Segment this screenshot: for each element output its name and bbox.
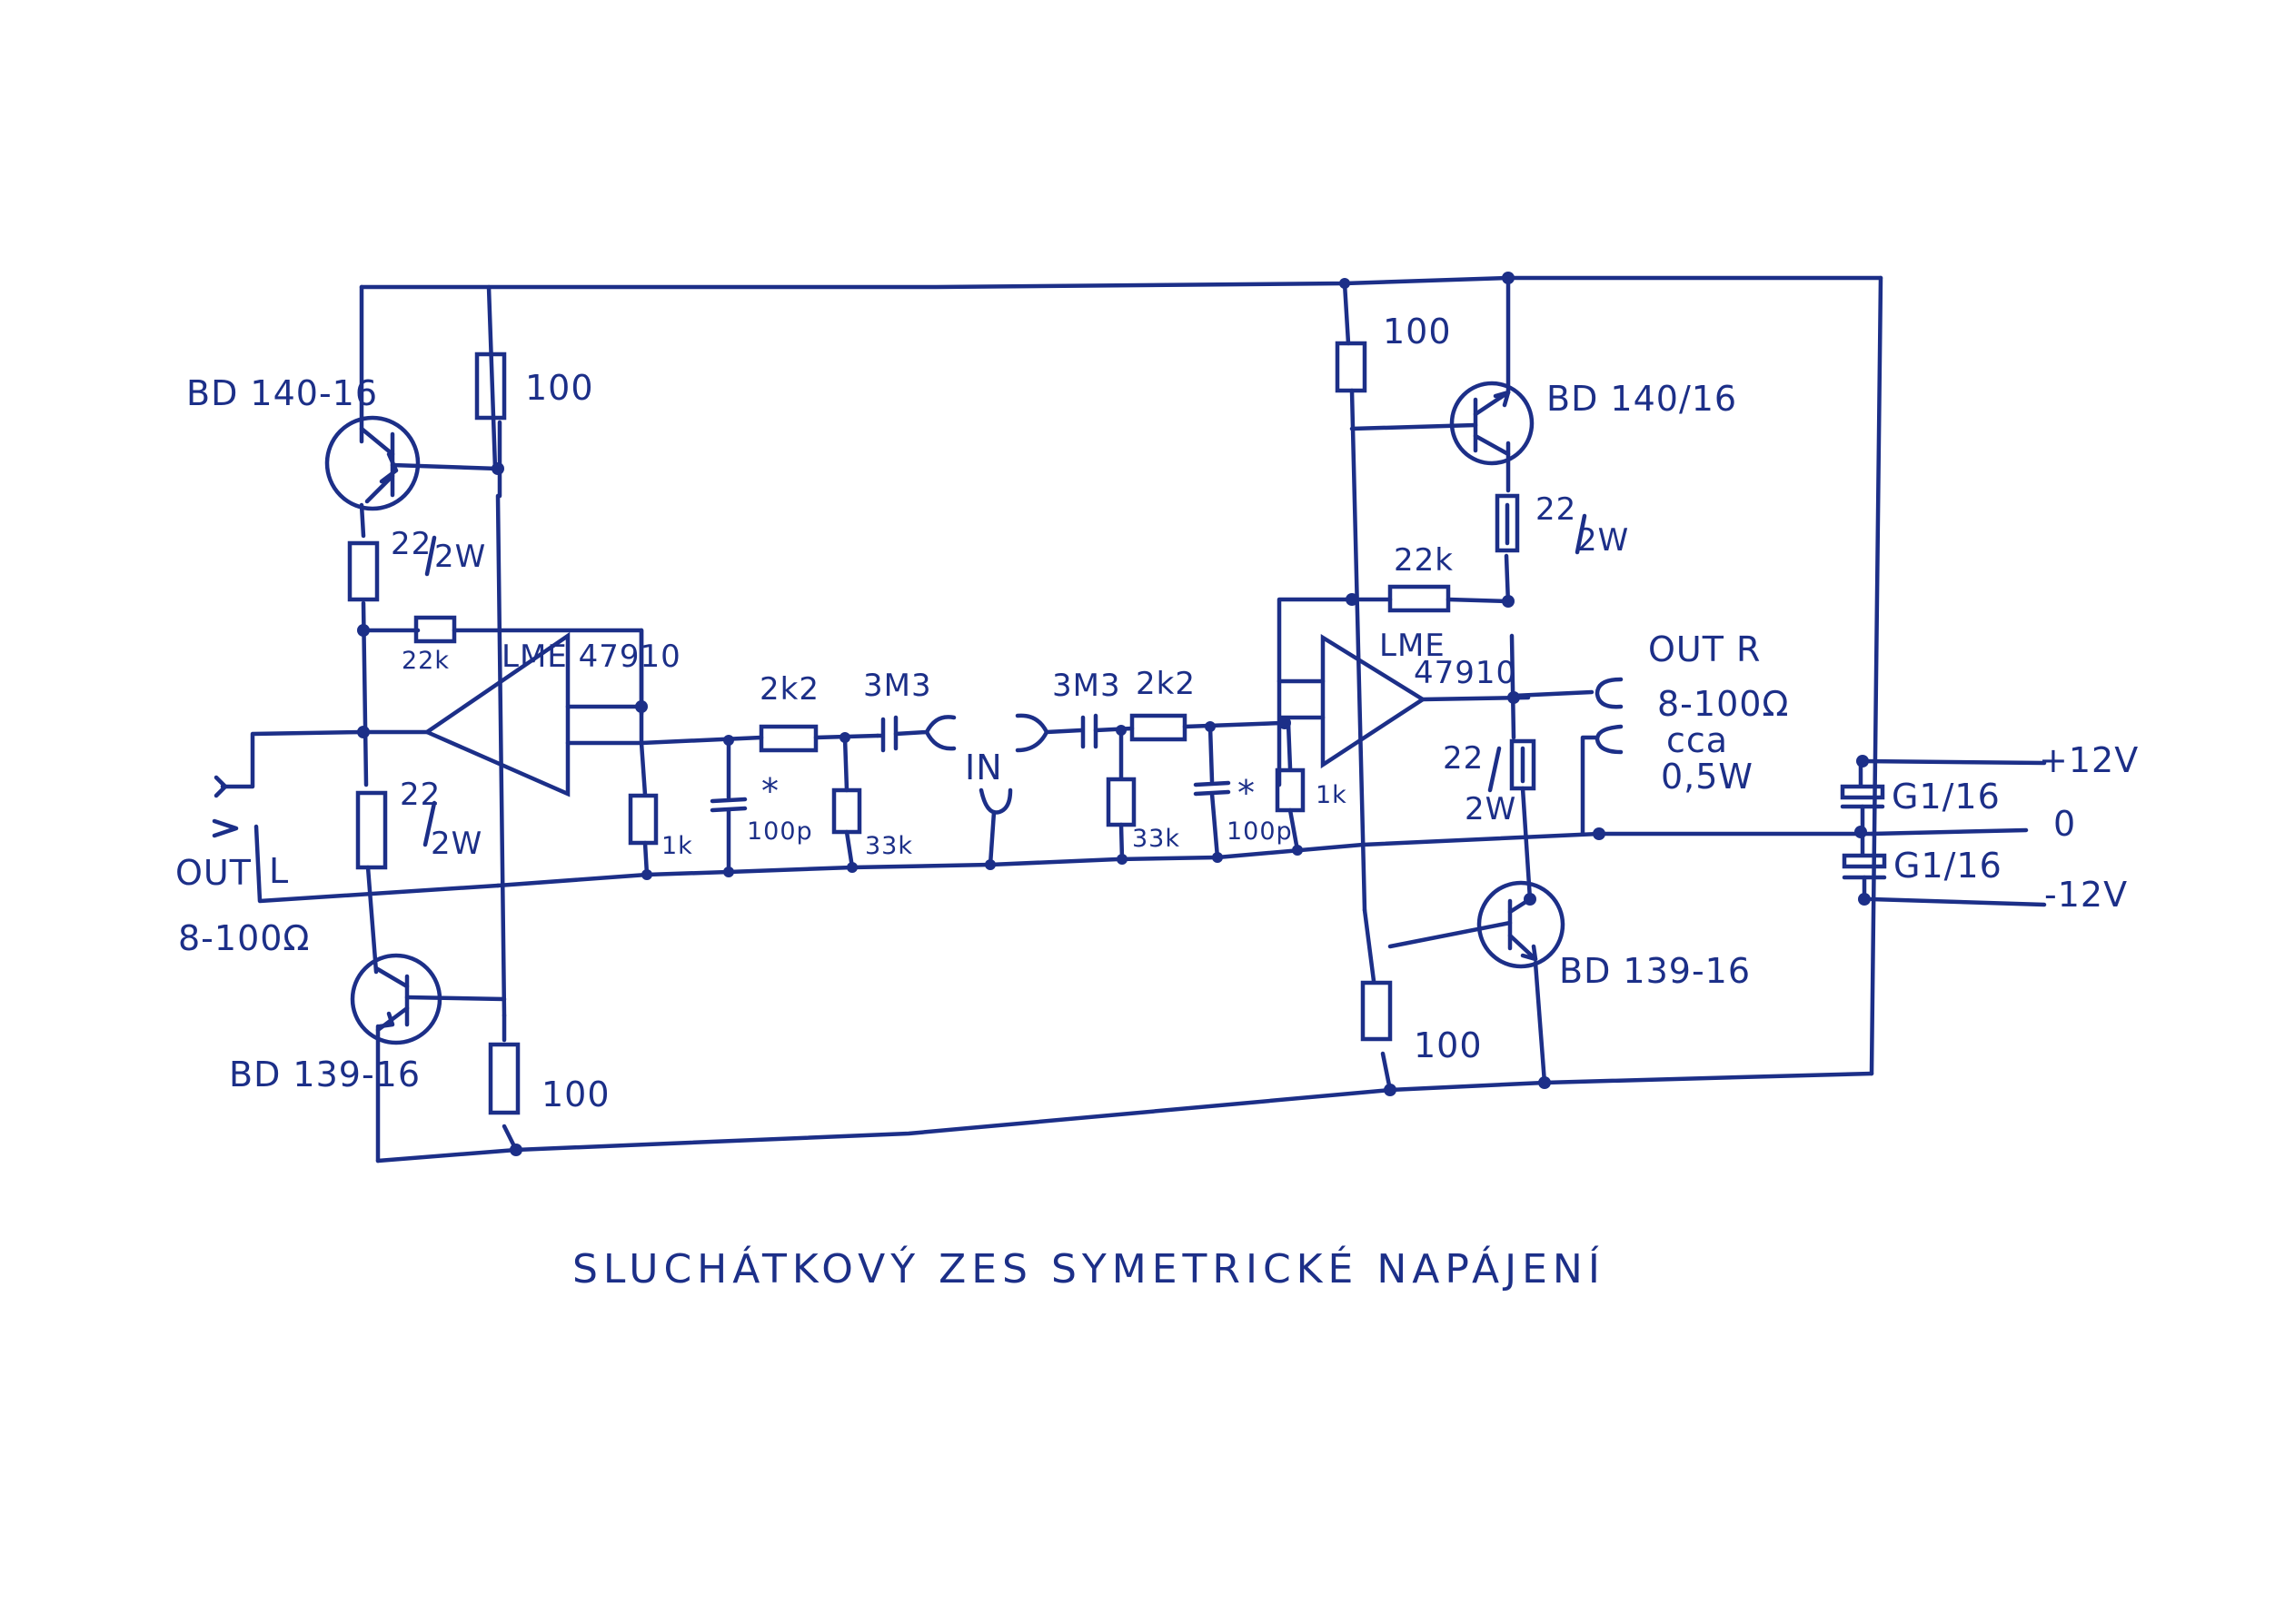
right-input-jack xyxy=(1015,713,1049,753)
supply-cap-bottom-label: G1/16 xyxy=(1893,846,2002,886)
left-out-label: OUT xyxy=(175,853,252,893)
supply-cap-top-label: G1/16 xyxy=(1892,777,2001,817)
left-r-feedback-label: 22k xyxy=(402,647,450,675)
right-r-emitter-top-value: 22 xyxy=(1535,491,1576,528)
left-collector-column xyxy=(486,284,498,471)
right-r-emitter-top-power: 2W xyxy=(1577,522,1629,559)
right-out-impedance: 8-100Ω xyxy=(1657,684,1789,724)
left-r-emitter-bottom-power: 2W xyxy=(431,826,482,862)
left-r-opamp-out-label: 1k xyxy=(661,832,693,860)
right-opamp-label-1: LME xyxy=(1379,628,1446,664)
left-q-top-label: BD 140-16 xyxy=(186,373,378,413)
input-label: IN xyxy=(965,748,1003,787)
left-filter-cap-mark: * xyxy=(761,771,780,811)
right-r-shunt-label: 33k xyxy=(1132,825,1180,853)
left-opamp-label: LME 47910 xyxy=(502,639,681,675)
right-r-emitter-bottom-power: 2W xyxy=(1465,791,1516,827)
left-r-emitter-bottom-resistor xyxy=(355,790,388,870)
left-q-top-transistor xyxy=(324,415,501,511)
left-r-top-label: 100 xyxy=(525,368,594,408)
left-r-input-label: 2k2 xyxy=(760,671,820,708)
left-coupling-cap-label: 3M3 xyxy=(863,668,932,704)
right-r-feedback-resistor xyxy=(1387,584,1451,613)
bottom-rail-left xyxy=(375,1087,1393,1164)
left-emitter-column xyxy=(359,502,366,539)
left-r-bottom-resistor xyxy=(488,1042,521,1115)
right-r-bottom-resistor xyxy=(1360,980,1393,1042)
left-input-jack xyxy=(924,715,957,751)
supply-ground-label: 0 xyxy=(2053,804,2076,844)
left-out-channel: L xyxy=(269,851,289,891)
left-q-bottom-transistor xyxy=(350,953,507,1045)
left-r-shunt-resistor xyxy=(831,787,862,835)
left-q-bottom-label: BD 139-16 xyxy=(229,1055,421,1094)
left-out-jack-tip xyxy=(214,775,228,798)
right-r-1k-label: 1k xyxy=(1316,781,1347,809)
left-opamp xyxy=(361,628,644,797)
left-r-bottom-label: 100 xyxy=(541,1074,611,1114)
diagram-title: SLUCHÁTKOVÝ ZES SYMETRICKÉ NAPÁJENÍ xyxy=(572,1244,1605,1292)
right-r-emitter-bottom-value: 22 xyxy=(1443,740,1484,777)
right-r-top-label: 100 xyxy=(1383,312,1452,352)
left-filter-cap-label: 100p xyxy=(747,817,813,846)
right-filter-cap-label: 100p xyxy=(1227,817,1293,846)
supply-minus-label: -12V xyxy=(2044,875,2128,915)
right-r-input-resistor xyxy=(1129,713,1187,742)
right-q-top-transistor xyxy=(1349,381,1535,466)
left-r-emitter-top-resistor xyxy=(347,540,380,602)
left-emitter-col-c xyxy=(365,865,379,975)
left-r-emitter-top-value: 22 xyxy=(391,526,432,562)
right-r-top-resistor xyxy=(1335,341,1367,393)
right-filter-cap-mark: * xyxy=(1237,773,1256,813)
right-r-input-label: 2k2 xyxy=(1136,666,1196,702)
right-q-bottom-transistor xyxy=(1387,880,1565,969)
input-network: 2k2 3M3 * 100p 33k IN 3M3 2k2 xyxy=(639,666,1347,875)
right-out-jack-ring xyxy=(1595,724,1624,755)
right-r-emitter-top-resistor xyxy=(1495,493,1520,553)
right-opamp-label-2: 47910 xyxy=(1414,655,1516,691)
top-rail xyxy=(359,275,1883,290)
right-supply-rail xyxy=(1869,275,1883,1076)
right-coupling-cap-label: 3M3 xyxy=(1052,668,1121,704)
input-jack-symbol xyxy=(979,787,1013,867)
supply-cap-bottom xyxy=(1842,831,1887,902)
left-channel: BD 140-16 100 22 2W 22k LME 47910 OUT xyxy=(175,284,693,1164)
supply-plus-label: +12V xyxy=(2039,740,2139,780)
right-out-jack-tip xyxy=(1595,677,1624,709)
left-r-input-resistor xyxy=(759,724,819,753)
left-r-shunt-label: 33k xyxy=(865,832,913,860)
right-out-power-1: cca xyxy=(1666,720,1728,760)
supply-section: G1/16 G1/16 +12V 0 -12V xyxy=(1840,740,2139,915)
right-out-label: OUT R xyxy=(1648,629,1761,669)
right-channel: 100 BD 140/16 22 2W 22k xyxy=(1277,275,1789,1096)
left-r-opamp-out-resistor xyxy=(628,793,659,846)
left-r-feedback-resistor xyxy=(413,615,457,644)
right-r-feedback-label: 22k xyxy=(1394,542,1454,579)
right-r-bottom-label: 100 xyxy=(1414,1025,1483,1065)
left-out-jack-ring xyxy=(212,818,239,838)
left-r-top-resistor xyxy=(474,352,507,421)
left-r-emitter-top-power: 2W xyxy=(434,539,486,575)
right-r-shunt-resistor xyxy=(1106,777,1137,827)
right-r-emitter-bottom-resistor xyxy=(1509,738,1536,791)
right-q-bottom-label: BD 139-16 xyxy=(1559,951,1751,991)
left-out-impedance: 8-100Ω xyxy=(178,918,310,958)
supply-cap-top xyxy=(1840,762,1885,835)
bottom-rail-right xyxy=(1387,1071,1874,1093)
right-out-power-2: 0,5W xyxy=(1661,757,1754,797)
right-q-top-label: BD 140/16 xyxy=(1546,379,1737,419)
left-col-b xyxy=(495,493,507,1018)
left-out-wire xyxy=(220,729,366,789)
ground-line xyxy=(495,827,1874,888)
